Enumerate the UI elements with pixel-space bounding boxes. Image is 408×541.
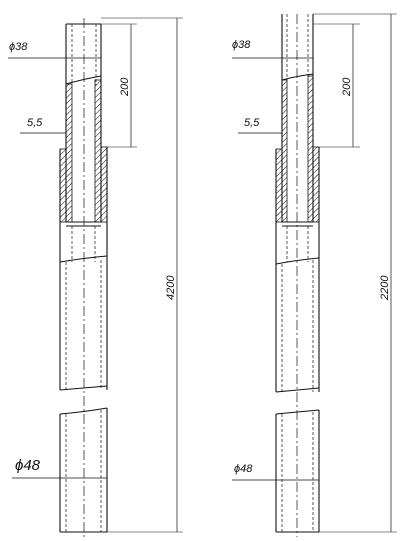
left-label-5-5: 5,5: [27, 117, 43, 129]
right-label-5-5: 5,5: [244, 117, 260, 129]
left-label-200: 200: [119, 77, 131, 97]
right-drawing: [232, 13, 397, 537]
right-inner-wall-hatch-left: [281, 79, 288, 223]
left-outer-break-line: [59, 255, 108, 263]
right-label-200: 200: [341, 77, 353, 97]
left-outer-wall-hatch-right: [100, 146, 108, 223]
left-drawing: [8, 17, 183, 537]
right-label-phi38: ϕ38: [232, 39, 251, 51]
right-outer-wall-hatch-right: [312, 146, 320, 223]
left-label-4200: 4200: [165, 275, 177, 300]
left-label-phi48: ϕ48: [15, 457, 41, 474]
left-outer-wall-hatch-left: [59, 148, 67, 223]
right-outer-break-line: [275, 257, 320, 265]
right-inner-break-line: [281, 73, 314, 81]
right-label-phi48: ϕ48: [234, 463, 253, 475]
left-inner-wall-hatch-left: [65, 83, 73, 223]
left-inner-break-line: [65, 75, 102, 85]
right-outer-wall-hatch-left: [275, 148, 283, 223]
left-inner-wall-hatch-right: [94, 79, 102, 223]
right-inner-wall-hatch-right: [307, 75, 314, 223]
left-label-phi38: ϕ38: [9, 41, 28, 53]
right-label-2200: 2200: [379, 275, 391, 301]
